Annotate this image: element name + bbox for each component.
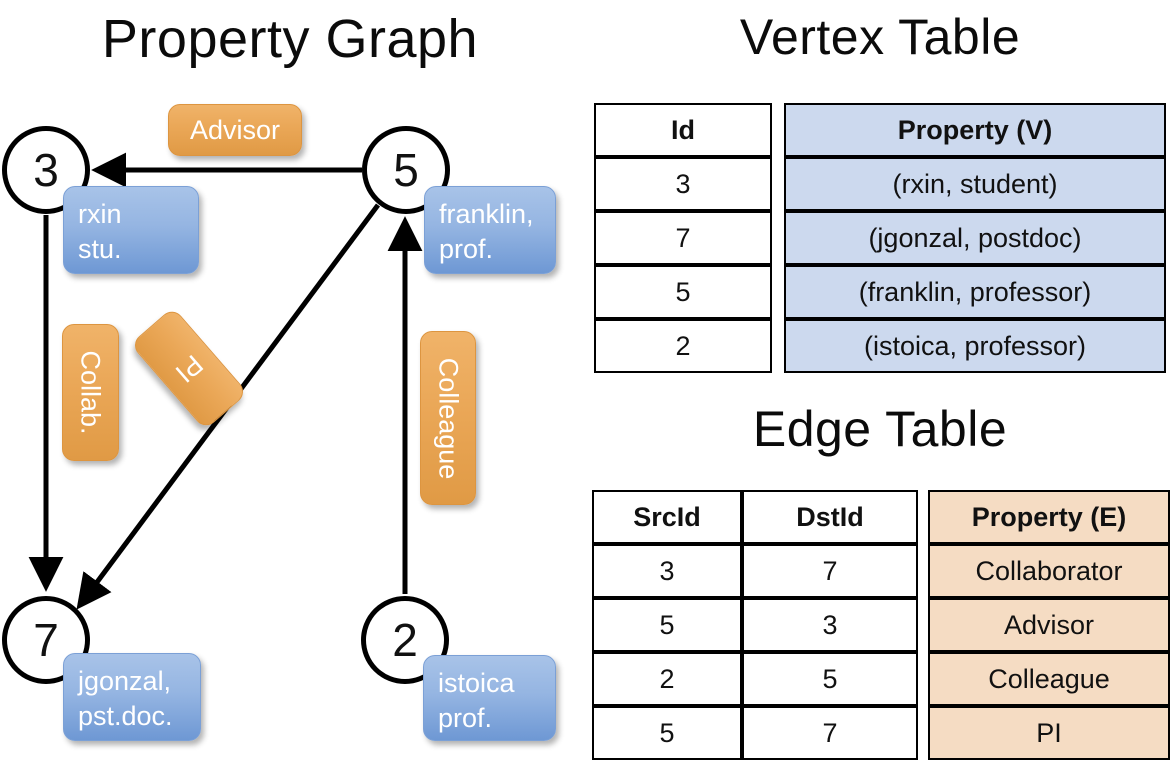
edge-label-colleague: Colleague (420, 331, 476, 505)
column-gap (918, 490, 928, 544)
table-header-row: SrcId DstId Property (E) (592, 490, 1170, 544)
vertex-cell-property: (rxin, student) (784, 157, 1166, 211)
node-property-box-istoica: istoica prof. (423, 655, 556, 741)
table-row: 2 5 Colleague (592, 652, 1170, 706)
node-property-line-2: pst.doc. (78, 700, 173, 731)
vertex-cell-id: 2 (594, 319, 772, 373)
column-gap (918, 544, 928, 598)
edge-cell-src: 3 (592, 544, 742, 598)
graph-node-2[interactable]: 2 (361, 596, 449, 684)
page-title-edge-table: Edge Table (752, 401, 1008, 457)
edge-cell-dst: 7 (742, 544, 918, 598)
edge-cell-property: PI (928, 706, 1170, 760)
column-gap (772, 211, 784, 265)
edge-cell-property: Advisor (928, 598, 1170, 652)
column-gap (918, 652, 928, 706)
edge-cell-src: 5 (592, 706, 742, 760)
vertex-header-id: Id (594, 103, 772, 157)
vertex-cell-id: 3 (594, 157, 772, 211)
node-property-box-rxin: rxin stu. (63, 186, 199, 274)
vertex-cell-property: (franklin, professor) (784, 265, 1166, 319)
vertex-cell-id: 5 (594, 265, 772, 319)
node-property-line-1: franklin, (439, 199, 534, 229)
column-gap (772, 265, 784, 319)
vertex-table: Id Property (V) 3 (rxin, student) 7 (jgo… (594, 103, 1166, 373)
table-row: 5 7 PI (592, 706, 1170, 760)
node-property-line-1: rxin (78, 199, 122, 229)
vertex-header-property: Property (V) (784, 103, 1166, 157)
edge-cell-dst: 3 (742, 598, 918, 652)
node-property-box-jgonzal: jgonzal, pst.doc. (63, 653, 201, 741)
column-gap (772, 103, 784, 157)
table-row: 7 (jgonzal, postdoc) (594, 211, 1166, 265)
node-property-line-1: jgonzal, (78, 666, 172, 696)
table-row: 5 3 Advisor (592, 598, 1170, 652)
edge-label-colleague-text: Colleague (433, 357, 464, 479)
edge-cell-property: Collaborator (928, 544, 1170, 598)
edge-cell-src: 5 (592, 598, 742, 652)
column-gap (772, 319, 784, 373)
edge-label-collab-text: Collab. (76, 350, 107, 435)
edge-label-advisor-text: Advisor (189, 114, 281, 145)
edge-cell-dst: 5 (742, 652, 918, 706)
node-property-line-2: prof. (439, 233, 494, 264)
graph-node-5[interactable]: 5 (362, 126, 450, 214)
edge-header-dstid: DstId (742, 490, 918, 544)
table-row: 2 (istoica, professor) (594, 319, 1166, 373)
node-property-box-franklin: franklin, prof. (424, 186, 556, 274)
node-property-line-2: prof. (438, 702, 493, 733)
table-row: 3 (rxin, student) (594, 157, 1166, 211)
table-row: 3 7 Collaborator (592, 544, 1170, 598)
edge-cell-property: Colleague (928, 652, 1170, 706)
vertex-cell-id: 7 (594, 211, 772, 265)
edge-header-property: Property (E) (928, 490, 1170, 544)
column-gap (772, 157, 784, 211)
column-gap (918, 706, 928, 760)
edge-label-collab: Collab. (62, 324, 119, 461)
property-graph-canvas: 3 rxin stu. 5 franklin, prof. 7 jgonzal,… (0, 0, 580, 760)
table-header-row: Id Property (V) (594, 103, 1166, 157)
vertex-cell-property: (jgonzal, postdoc) (784, 211, 1166, 265)
vertex-cell-property: (istoica, professor) (784, 319, 1166, 373)
node-property-line-1: istoica (438, 668, 515, 698)
node-property-line-2: stu. (78, 233, 122, 264)
edge-cell-dst: 7 (742, 706, 918, 760)
edge-label-pi-text: PI (169, 349, 209, 389)
edge-label-advisor: Advisor (168, 104, 302, 156)
column-gap (918, 598, 928, 652)
page-title-property-graph: Property Graph (101, 9, 479, 69)
edge-table: SrcId DstId Property (E) 3 7 Collaborato… (592, 490, 1170, 760)
table-row: 5 (franklin, professor) (594, 265, 1166, 319)
edge-header-srcid: SrcId (592, 490, 742, 544)
page-title-vertex-table: Vertex Table (739, 9, 1021, 65)
edge-cell-src: 2 (592, 652, 742, 706)
